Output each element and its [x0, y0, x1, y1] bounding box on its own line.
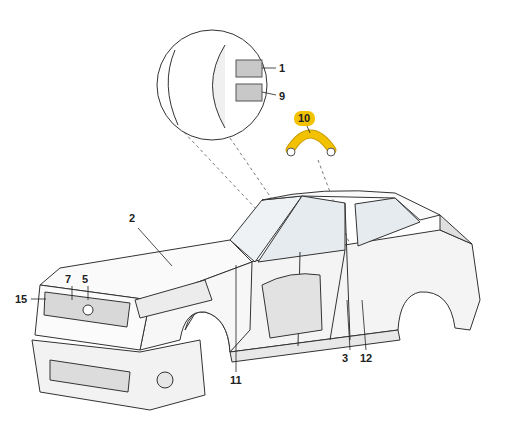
leader-line — [262, 92, 276, 95]
front-window — [258, 196, 345, 262]
callout-number: 15 — [14, 293, 28, 305]
flap-door — [213, 45, 226, 128]
front-face — [35, 285, 150, 350]
sticker — [236, 60, 262, 77]
arch-part — [290, 134, 332, 150]
car-body — [32, 191, 480, 410]
grille — [44, 292, 130, 327]
leader-line — [362, 300, 366, 350]
callout-number: 9 — [278, 90, 286, 102]
highlight-callout: 10 — [294, 111, 315, 126]
fuel-flap-inset — [157, 30, 267, 140]
leader-line — [138, 228, 172, 266]
sill — [230, 330, 400, 362]
b-pillar — [330, 250, 345, 340]
rear-window — [355, 198, 420, 246]
fastener — [327, 148, 335, 156]
callout-number: 12 — [359, 352, 373, 364]
leader-line — [31, 299, 46, 300]
badge — [83, 305, 93, 315]
callout-number: 7 — [64, 273, 72, 285]
leader-line — [88, 286, 89, 300]
inset-circle — [157, 30, 267, 140]
arch-part — [290, 134, 332, 150]
sticker — [236, 84, 262, 101]
fog-lamp — [157, 372, 173, 388]
leader-line — [347, 300, 350, 350]
callout-number: 5 — [81, 273, 89, 285]
rear-pillar — [440, 215, 472, 244]
callout-number: 3 — [341, 352, 349, 364]
leader-line — [72, 286, 73, 300]
headlight — [135, 280, 212, 318]
callout-number: 1 — [278, 62, 286, 74]
callout-number: 2 — [128, 212, 136, 224]
fastener — [287, 148, 295, 156]
front-bumper — [32, 340, 205, 410]
leader-line — [262, 68, 276, 69]
leader-lines — [31, 68, 366, 372]
leader-line — [307, 126, 310, 133]
callout-number: 10 — [298, 112, 310, 124]
callout-number: 11 — [229, 374, 243, 386]
seat — [262, 274, 322, 338]
leader-line — [236, 265, 237, 372]
lower-grille — [50, 360, 130, 392]
flap-opening — [168, 50, 178, 125]
